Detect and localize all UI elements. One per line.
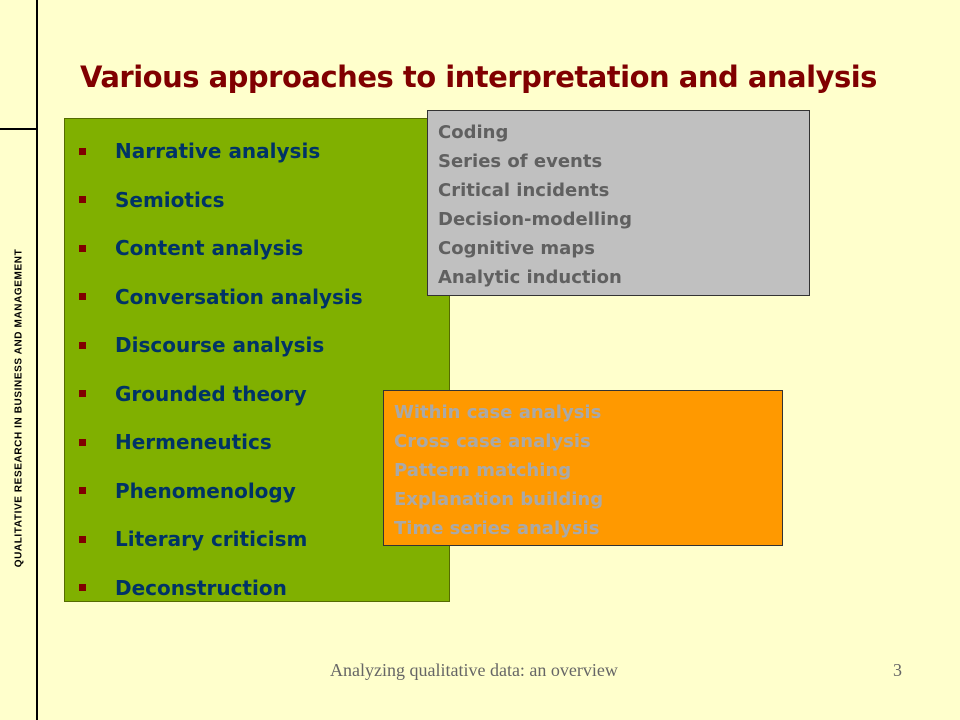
list-item: Hermeneutics	[65, 418, 363, 467]
case-method-item: Cross case analysis	[394, 431, 591, 452]
method-item: Cognitive maps	[438, 238, 595, 259]
approach-label: Literary criticism	[115, 527, 308, 552]
square-bullet-icon	[79, 196, 86, 204]
list-item: Discourse analysis	[65, 321, 363, 370]
coding-methods-box: Coding Series of events Critical inciden…	[427, 110, 810, 296]
sidebar-lower	[0, 128, 38, 720]
approach-label: Grounded theory	[115, 381, 307, 406]
approach-label: Semiotics	[115, 187, 225, 212]
approach-label: Conversation analysis	[115, 284, 363, 309]
method-item: Series of events	[438, 151, 603, 172]
list-item: Semiotics	[65, 176, 363, 225]
square-bullet-icon	[79, 390, 86, 398]
list-item: Grounded theory	[65, 370, 363, 419]
square-bullet-icon	[79, 341, 86, 349]
list-item: Content analysis	[65, 224, 363, 273]
list-item: Literary criticism	[65, 515, 363, 564]
method-item: Critical incidents	[438, 180, 610, 201]
method-item: Analytic induction	[438, 267, 622, 288]
approach-label: Discourse analysis	[115, 333, 325, 358]
sidebar-vertical-label: QUALITATIVE RESEARCH IN BUSINESS AND MAN…	[13, 248, 25, 568]
slide-title: Various approaches to interpretation and…	[80, 60, 877, 94]
square-bullet-icon	[79, 487, 86, 495]
square-bullet-icon	[79, 438, 86, 446]
list-item: Conversation analysis	[65, 273, 363, 322]
square-bullet-icon	[79, 293, 86, 301]
case-analysis-box: Within case analysis Cross case analysis…	[383, 390, 783, 546]
case-method-item: Pattern matching	[394, 460, 572, 481]
approach-label: Hermeneutics	[115, 430, 272, 455]
page-number: 3	[893, 660, 902, 680]
square-bullet-icon	[79, 244, 86, 252]
list-item: Narrative analysis	[65, 127, 363, 176]
approach-label: Deconstruction	[115, 575, 287, 600]
approach-label: Phenomenology	[115, 478, 296, 503]
case-method-item: Explanation building	[394, 489, 604, 510]
list-item: Deconstruction	[65, 564, 363, 613]
footer-caption: Analyzing qualitative data: an overview	[330, 660, 618, 680]
approaches-box: Narrative analysis Semiotics Content ana…	[64, 118, 450, 602]
method-item: Coding	[438, 122, 509, 143]
square-bullet-icon	[79, 584, 86, 592]
square-bullet-icon	[79, 535, 86, 543]
list-item: Phenomenology	[65, 467, 363, 516]
case-method-item: Within case analysis	[394, 402, 602, 423]
case-method-item: Time series analysis	[394, 518, 600, 539]
approach-label: Content analysis	[115, 236, 304, 261]
square-bullet-icon	[79, 147, 86, 155]
method-item: Decision-modelling	[438, 209, 632, 230]
approach-label: Narrative analysis	[115, 139, 321, 164]
approaches-list: Narrative analysis Semiotics Content ana…	[65, 127, 363, 612]
